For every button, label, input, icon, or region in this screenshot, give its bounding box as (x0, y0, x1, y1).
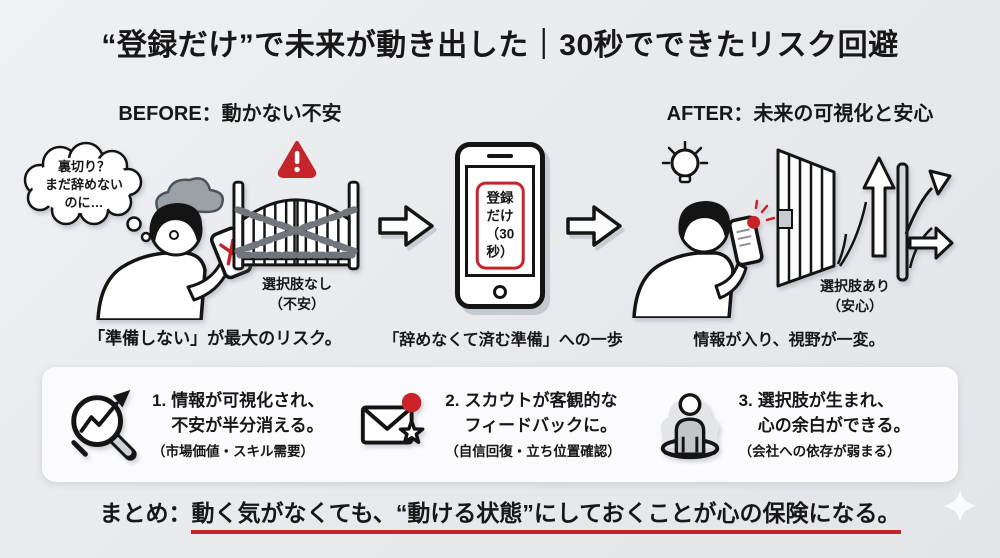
benefit-item-3: 3. 選択肢が生まれ、 心の余白ができる。 （会社への依存が弱まる） (647, 386, 940, 464)
after-caption: 情報が入り、視野が一変。 (693, 332, 885, 349)
chained-gate-icon (232, 180, 360, 271)
summary-prefix: まとめ： (99, 500, 192, 526)
arrow-right-icon (378, 205, 434, 247)
before-gate-label: 選択肢なし （不安） (262, 276, 332, 313)
relieved-person-icon (632, 199, 776, 318)
center-caption: 「辞めなくて済む準備」への一歩 (383, 332, 623, 349)
benefit-body: 選択肢が生まれ、 心の余白ができる。 (757, 391, 911, 435)
register-cta-badge: 登録だけ （30秒） (475, 181, 525, 270)
open-gate-paths-icon (776, 148, 954, 288)
phone-home-button (493, 285, 507, 299)
page-title: “登録だけ”で未来が動き出した｜30秒でできたリスク回避 (101, 29, 899, 62)
after-gate-label: 選択肢あり （安心） (820, 278, 890, 315)
lightbulb-icon (661, 141, 709, 184)
thought-bubble-icon (23, 141, 152, 243)
arrow-right-icon (566, 205, 622, 247)
benefit-text-3: 3. 選択肢が生まれ、 心の余白ができる。 （会社への依存が弱まる） (739, 389, 911, 459)
benefit-number: 3. (738, 391, 753, 411)
benefits-panel: 1. 情報が可視化され、 不安が半分消える。 （市場価値・スキル需要） 2. ス… (42, 367, 958, 482)
magnifier-trend-icon (71, 389, 137, 461)
before-caption: 「準備しない」が最大のリスク。 (88, 329, 342, 348)
benefit-item-2: 2. スカウトが客観的な フィードバックに。 （自信回復・立ち位置確認） (353, 386, 646, 464)
benefit-number: 2. (445, 391, 460, 411)
person-aura-icon (660, 392, 719, 459)
summary-highlight: 動く気がなくても、“動ける状態”にしておくことが心の保険になる。 (191, 500, 901, 534)
sparkle-icon (943, 489, 977, 523)
worried-person-icon (96, 202, 253, 320)
benefit-text-1: 1. 情報が可視化され、 不安が半分消える。 （市場価値・スキル需要） (152, 389, 324, 459)
benefit-note: （会社への依存が弱まる） (738, 443, 901, 459)
benefit-item-1: 1. 情報が可視化され、 不安が半分消える。 （市場価値・スキル需要） (60, 386, 353, 464)
benefit-body: スカウトが客観的な フィードバックに。 (464, 391, 618, 435)
smartphone-illustration: 登録だけ （30秒） (455, 142, 545, 309)
after-heading: AFTER：未来の可視化と安心 (666, 103, 934, 125)
warning-triangle-icon (277, 141, 317, 178)
thought-bubble-text: 裏切り？ まだ辞めない のに… (44, 159, 123, 211)
envelope-star-icon (361, 392, 425, 444)
phone-speaker (487, 154, 513, 158)
benefit-body: 情報が可視化され、 不安が半分消える。 (171, 391, 325, 435)
benefit-note: （自信回復・立ち位置確認） (445, 443, 621, 459)
benefit-note: （市場価値・スキル需要） (152, 443, 314, 459)
benefit-number: 1. (152, 391, 167, 411)
benefit-text-2: 2. スカウトが客観的な フィードバックに。 （自信回復・立ち位置確認） (445, 389, 621, 459)
before-heading: BEFORE：動かない不安 (118, 103, 342, 125)
summary-line: まとめ：動く気がなくても、“動ける状態”にしておくことが心の保険になる。 (0, 494, 1000, 534)
